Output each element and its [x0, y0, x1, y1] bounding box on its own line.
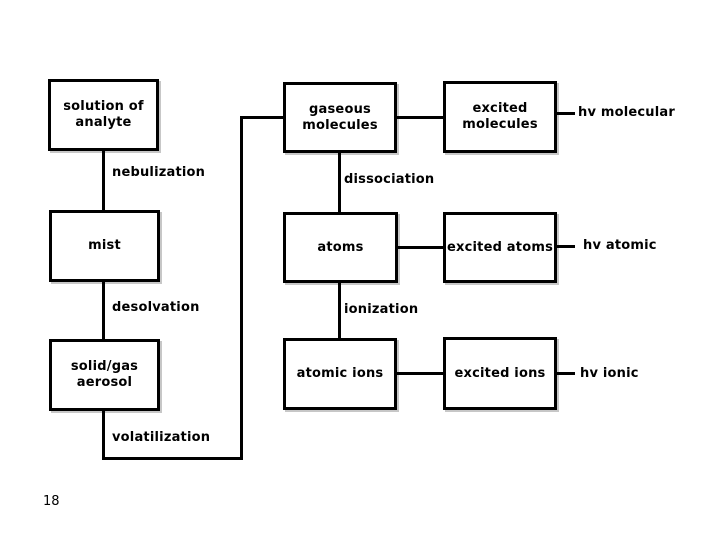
- node-excited-atoms[interactable]: excited atoms: [443, 212, 557, 283]
- node-gaseous-label-line1: gaseous: [309, 101, 371, 117]
- node-excited-ions-label: excited ions: [454, 365, 546, 381]
- emission-label-hv-molecular: hv molecular: [578, 105, 676, 120]
- node-solution-of-analyte[interactable]: solution of analyte: [48, 79, 159, 151]
- connector-riser-vertical: [240, 116, 243, 460]
- connector-riser-to-gaseous: [240, 116, 286, 119]
- node-excited-atoms-label: excited atoms: [446, 239, 554, 255]
- node-solid-gas-aerosol[interactable]: solid/gas aerosol: [49, 339, 160, 411]
- node-excited-ions[interactable]: excited ions: [443, 337, 557, 410]
- page-number: 18: [43, 494, 60, 509]
- connector-aerosol-down: [102, 408, 105, 460]
- connector-excited-ions-emission: [554, 372, 575, 375]
- node-excited-molecules-label-line2: molecules: [462, 117, 538, 132]
- node-mist-label: mist: [88, 238, 121, 253]
- connector-bottom-horizontal: [102, 457, 243, 460]
- connector-excited-atoms-emission: [554, 245, 575, 248]
- node-gaseous-label-line2: molecules: [302, 117, 378, 133]
- edge-label-ionization: ionization: [344, 302, 419, 317]
- connector-atomic-ions-to-excited-ions: [394, 372, 446, 375]
- node-atomic-ions-label: atomic ions: [296, 366, 384, 381]
- connector-gaseous-to-excited-molecules: [394, 116, 446, 119]
- node-excited-molecules-label-line1: excited: [472, 101, 528, 116]
- node-atomic-ions[interactable]: atomic ions: [283, 338, 397, 410]
- connector-gaseous-to-atoms: [338, 150, 341, 214]
- emission-label-hv-ionic: hv ionic: [580, 366, 639, 381]
- node-solution-label-line1: solution of: [63, 99, 144, 114]
- connector-solution-to-mist: [102, 149, 105, 212]
- connector-mist-to-aerosol: [102, 280, 105, 341]
- connector-atoms-to-excited-atoms: [395, 246, 446, 249]
- node-solution-label-line2: analyte: [75, 115, 132, 130]
- node-mist[interactable]: mist: [49, 210, 160, 282]
- connector-excited-molecules-emission: [554, 112, 575, 115]
- node-excited-molecules[interactable]: excited molecules: [443, 81, 557, 153]
- node-gaseous-molecules[interactable]: gaseous molecules: [283, 82, 397, 153]
- emission-label-hv-atomic: hv atomic: [583, 238, 657, 253]
- node-atoms-label: atoms: [317, 239, 364, 255]
- connector-atoms-to-atomic-ions: [338, 281, 341, 341]
- node-aerosol-label-line1: solid/gas: [70, 359, 139, 374]
- edge-label-volatilization: volatilization: [112, 430, 211, 445]
- edge-label-dissociation: dissociation: [344, 172, 435, 187]
- node-atoms[interactable]: atoms: [283, 212, 398, 283]
- node-aerosol-label-line2: aerosol: [76, 375, 133, 390]
- edge-label-nebulization: nebulization: [112, 165, 206, 180]
- edge-label-desolvation: desolvation: [112, 300, 200, 315]
